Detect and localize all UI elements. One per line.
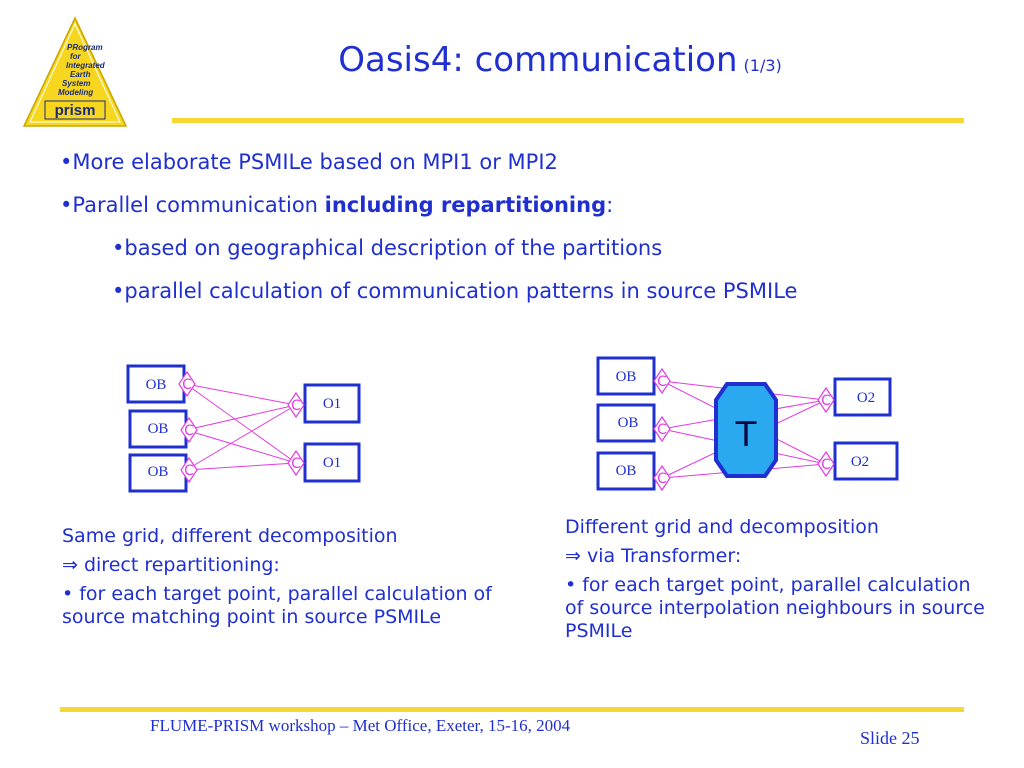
transformer-label: T — [735, 415, 757, 455]
logo-line-2: for — [70, 52, 82, 61]
caption-right: Different grid and decomposition ⇒ via T… — [565, 516, 985, 649]
bullet-1: •More elaborate PSMILe based on MPI1 or … — [60, 150, 558, 174]
diagram-direct-repartitioning: OB OB OB O1 O1 C C C C C — [126, 364, 361, 493]
source-box-r1 — [596, 356, 656, 396]
coupler-left-2: C — [184, 423, 194, 439]
coupler-left-5: C — [291, 456, 301, 472]
target-box-1 — [303, 383, 361, 424]
coupler-right-1: C — [657, 374, 667, 390]
coupler-right-3: C — [657, 471, 667, 487]
target-box-2 — [303, 442, 361, 483]
page-title: Oasis4: communication (1/3) — [240, 40, 880, 80]
target-label-1: O1 — [323, 396, 341, 412]
slide-number: Slide 25 — [860, 728, 920, 748]
coupler-left-3: C — [184, 463, 194, 479]
bullet-2-bold: including repartitioning — [324, 193, 607, 217]
source-label-3: OB — [148, 464, 169, 480]
diagram-transformer: T OB OB OB O2 O2 C C C C C — [596, 356, 899, 492]
coupler-right-5: C — [821, 457, 831, 473]
bullet-2-prefix: •Parallel communication — [60, 193, 325, 217]
source-label-r2: OB — [618, 415, 639, 431]
bullet-3: •based on geographical description of th… — [112, 236, 663, 260]
transformer-shape — [714, 382, 778, 478]
bullet-2-suffix: : — [606, 193, 614, 217]
logo-line-1: PRogram — [67, 43, 103, 52]
target-box-r1 — [833, 377, 892, 417]
bullet-2: •Parallel communication including repart… — [60, 193, 613, 217]
coupler-right-2: C — [657, 422, 667, 438]
coupler-right-4: C — [821, 393, 831, 409]
bullet-4: •parallel calculation of communication p… — [112, 279, 798, 303]
target-label-2: O1 — [323, 455, 341, 471]
caption-left-line-2: ⇒ direct repartitioning: — [62, 554, 280, 576]
source-box-1 — [126, 364, 186, 404]
source-label-r1: OB — [616, 369, 637, 385]
logo-name: prism — [55, 102, 96, 119]
target-label-r2: O2 — [851, 454, 869, 470]
caption-right-line-3: • for each target point, parallel calcul… — [565, 574, 985, 642]
logo-line-5: System — [62, 79, 90, 88]
title-main: Oasis4: communication — [338, 40, 738, 80]
footer-text: FLUME-PRISM workshop – Met Office, Exete… — [150, 716, 571, 735]
prism-logo: PRogram for Integrated Earth System Mode… — [22, 16, 128, 127]
coupler-left-1: C — [182, 377, 192, 393]
source-label-1: OB — [146, 377, 167, 393]
source-label-2: OB — [148, 421, 169, 437]
source-box-r3 — [596, 451, 656, 491]
logo-line-4: Earth — [70, 70, 91, 79]
caption-left: Same grid, different decomposition ⇒ dir… — [62, 525, 502, 635]
title-rule — [172, 118, 964, 123]
logo-line-3: Integrated — [66, 61, 106, 70]
coupler-left-4: C — [291, 398, 301, 414]
title-sub: (1/3) — [743, 56, 782, 75]
caption-left-line-3: • for each target point, parallel calcul… — [62, 583, 492, 628]
caption-left-line-1: Same grid, different decomposition — [62, 525, 398, 547]
source-label-r3: OB — [616, 463, 637, 479]
caption-right-line-1: Different grid and decomposition — [565, 516, 879, 538]
logo-line-6: Modeling — [58, 88, 93, 97]
source-box-r2 — [596, 403, 656, 443]
target-label-r1: O2 — [857, 390, 875, 406]
target-box-r2 — [833, 441, 899, 481]
caption-right-line-2: ⇒ via Transformer: — [565, 545, 742, 567]
footer-rule — [60, 707, 964, 712]
